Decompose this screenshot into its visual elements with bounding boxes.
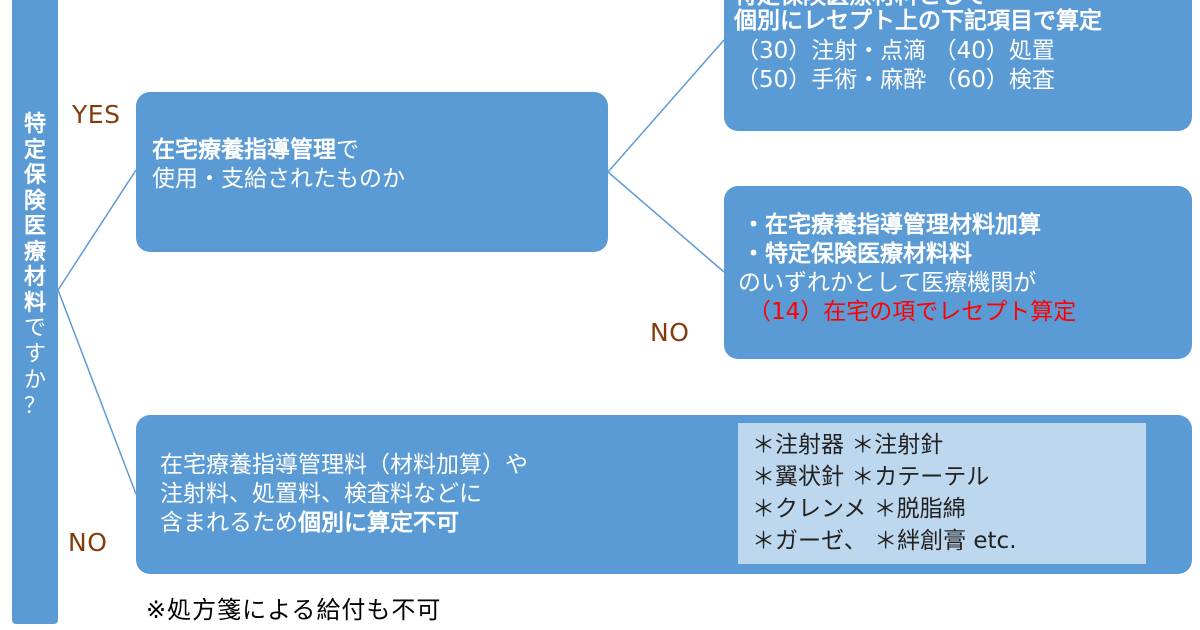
question-char: 特 — [23, 112, 46, 137]
question-normal: で す か ？ — [24, 316, 46, 420]
connector-home-care-to-individual — [607, 39, 725, 173]
billing-items-line1: （30）注射・点滴 （40）処置 — [736, 38, 1055, 64]
not-billable-conclusion: 個別に算定不可 — [298, 510, 459, 536]
home-item-option2: ・特定保険医療材料料 — [742, 241, 972, 267]
not-billable-line3: 含まれるため個別に算定不可 — [160, 509, 528, 538]
no-label-lower: NO — [68, 528, 108, 557]
question-char: 料 — [23, 290, 46, 316]
question-char: か — [23, 368, 46, 393]
connector-question-to-home-care — [57, 169, 137, 291]
home-item-option1: ・在宅療養指導管理材料加算 — [742, 212, 1041, 238]
not-billable-line2: 注射料、処置料、検査料などに — [160, 481, 482, 507]
question-char: 医 — [23, 214, 46, 239]
home-care-line2: 使用・支給されたものか — [152, 166, 405, 192]
question-char: 療 — [23, 239, 46, 265]
question-char: 材 — [23, 265, 46, 290]
home-item-billing-box: ・在宅療養指導管理材料加算 ・特定保険医療材料料 のいずれかとして医療機関が （… — [724, 186, 1192, 359]
not-billable-reason: 含まれるため — [160, 510, 298, 536]
home-care-line1-rest: で — [336, 137, 359, 163]
examples-panel: ＊注射器 ＊注射針 ＊翼状針 ＊カテーテル ＊クレンメ ＊脱脂綿 ＊ガーゼ、 ＊… — [738, 423, 1146, 564]
question-box: 特 定 保 険 医 療 材 料 で す か ？ — [12, 0, 58, 624]
individual-billing-box: 特定保険医療材料として 個別にレセプト上の下記項目で算定 （30）注射・点滴 （… — [724, 0, 1192, 131]
example-item: ＊ガーゼ、 ＊絆創膏 etc. — [752, 528, 1017, 554]
not-billable-line1: 在宅療養指導管理料（材料加算）や — [160, 452, 528, 478]
question-char: す — [23, 342, 46, 367]
question-char: 険 — [23, 188, 46, 214]
no-label-upper: NO — [650, 318, 690, 347]
question-char: で — [23, 316, 46, 341]
individual-billing-clipped-line: 特定保険医療材料として — [734, 0, 986, 11]
example-item: ＊クレンメ ＊脱脂綿 — [752, 496, 966, 522]
home-care-term: 在宅療養指導管理 — [152, 137, 336, 163]
connector-home-care-to-home-item — [607, 171, 725, 273]
not-billable-text: 在宅療養指導管理料（材料加算）や 注射料、処置料、検査料などに 含まれるため個別… — [160, 451, 528, 538]
question-bold: 特 定 保 険 医 療 材 料 — [24, 112, 46, 316]
question-char: 保 — [23, 163, 46, 188]
connector-question-to-not-home-care — [57, 289, 137, 495]
home-care-box: 在宅療養指導管理で 使用・支給されたものか — [136, 92, 608, 252]
question-char: 定 — [23, 137, 46, 163]
not-billable-box: 在宅療養指導管理料（材料加算）や 注射料、処置料、検査料などに 含まれるため個別… — [136, 415, 1192, 574]
yes-label: YES — [72, 100, 121, 129]
question-char: ？ — [23, 394, 46, 419]
individual-billing-heading: 個別にレセプト上の下記項目で算定 — [734, 8, 1102, 34]
example-item: ＊注射器 ＊注射針 — [752, 432, 944, 458]
home-item-text: のいずれかとして医療機関が — [738, 270, 1037, 296]
footnote: ※処方箋による給付も不可 — [146, 596, 442, 624]
example-item: ＊翼状針 ＊カテーテル — [752, 464, 990, 490]
home-item-highlight: （14）在宅の項でレセプト算定 — [748, 299, 1077, 325]
billing-items-line2: （50）手術・麻酔 （60）検査 — [736, 67, 1055, 93]
home-care-line1: 在宅療養指導管理で — [152, 136, 608, 165]
